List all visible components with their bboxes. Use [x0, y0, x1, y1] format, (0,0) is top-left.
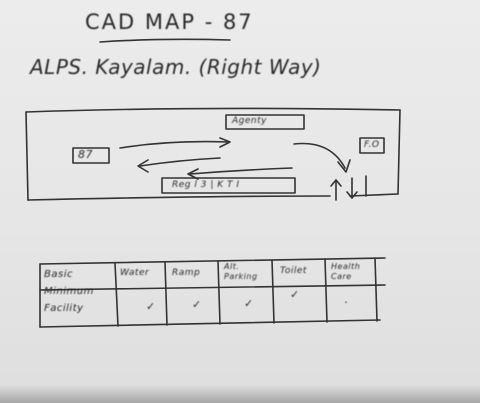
arrow-left — [139, 157, 221, 167]
table-vline — [164, 261, 168, 326]
page-title: CAD MAP - 87 — [85, 10, 254, 34]
box-fo — [359, 137, 385, 154]
table-mark-toilet: ✓ — [290, 288, 300, 301]
box-87 — [72, 147, 110, 164]
table-mark-health-care: · — [344, 296, 348, 309]
table-mid-line — [39, 284, 386, 291]
table-bottom-line — [39, 319, 381, 328]
gate-arrow — [330, 179, 342, 187]
table-mark-water: ✓ — [146, 300, 156, 313]
page-bottom-shadow — [0, 385, 480, 403]
map-bottom-border — [27, 195, 331, 201]
table-vline — [374, 257, 378, 322]
table-mark-ramp: ✓ — [192, 298, 202, 311]
table-mark-alt-parking: ✓ — [244, 297, 254, 310]
table-vline — [324, 258, 328, 323]
table-vline — [114, 262, 119, 327]
box-agency — [225, 114, 305, 130]
location-subtitle: ALPS. Kayalam. (Right Way) — [30, 55, 322, 79]
box-bottom-label: Reg l 3 | K T I — [172, 180, 240, 190]
table-vline — [217, 260, 221, 325]
arrow-left-lower — [189, 167, 293, 175]
table-vline — [271, 259, 275, 324]
map-left-border — [25, 111, 29, 201]
table-col-alt-parking: Alt. Parking — [224, 262, 258, 281]
table-col-water: Water — [120, 268, 150, 278]
table-row-header: Basic Minimum Facility — [44, 269, 94, 314]
title-underline — [99, 38, 231, 43]
map-top-border — [25, 107, 401, 113]
table-col-ramp: Ramp — [172, 268, 201, 278]
box-bottom — [161, 177, 296, 194]
table-col-health-care: Health Care — [331, 262, 361, 281]
arrow-right-top — [119, 140, 229, 149]
map-bottom-border-right — [349, 193, 399, 197]
box-87-label: 87 — [78, 148, 93, 161]
arrowhead — [137, 159, 149, 173]
map-right-border — [397, 109, 401, 195]
box-agency-label: Agenty — [232, 116, 267, 126]
table-col-toilet: Toilet — [280, 266, 307, 276]
arrowhead — [187, 168, 199, 180]
gate-arrow — [346, 191, 358, 199]
arrowhead — [219, 137, 231, 148]
table-top-line — [39, 257, 386, 265]
arrow-to-entry — [293, 142, 346, 169]
arrowhead — [337, 159, 351, 173]
box-fo-label: F.O — [364, 140, 380, 150]
